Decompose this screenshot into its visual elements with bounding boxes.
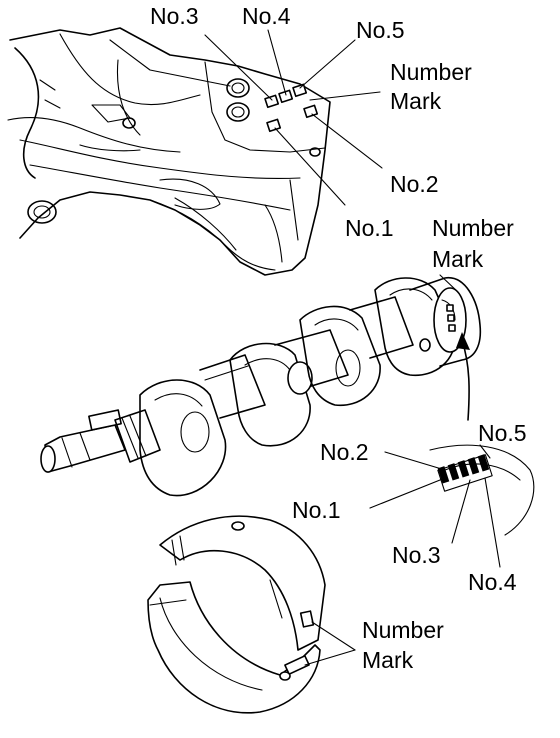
crank-label-no1: No.1 bbox=[292, 497, 341, 523]
block-label-no2: No.2 bbox=[390, 171, 439, 197]
crank-label-no3: No.3 bbox=[392, 542, 441, 568]
block-label-no1: No.1 bbox=[345, 215, 394, 241]
bearing-label-number: Number bbox=[362, 617, 444, 643]
crank-leader-lines bbox=[369, 444, 501, 568]
crank-label-no2: No.2 bbox=[320, 439, 369, 465]
crank-labels: Number Mark No.5 No.2 No.1 No.3 No.4 bbox=[292, 215, 527, 595]
block-labels: No.3 No.4 No.5 Number Mark No.2 No.1 bbox=[150, 3, 472, 241]
bearing-number-marks bbox=[279, 610, 315, 681]
block-label-no3: No.3 bbox=[150, 3, 199, 29]
crank-number-marks bbox=[446, 304, 456, 332]
crank-label-mark: Mark bbox=[432, 246, 484, 272]
block-leader-lines bbox=[204, 29, 383, 206]
block-label-no4: No.4 bbox=[242, 3, 291, 29]
block-label-no5: No.5 bbox=[356, 17, 405, 43]
crank-label-no5: No.5 bbox=[478, 420, 527, 446]
bearing-labels: Number Mark bbox=[362, 617, 444, 673]
block-number-marks bbox=[264, 83, 319, 133]
block-label-number: Number bbox=[390, 59, 472, 85]
crank-label-number: Number bbox=[432, 215, 514, 241]
block-label-mark: Mark bbox=[390, 88, 442, 114]
bearing-label-mark: Mark bbox=[362, 647, 414, 673]
bearing-drawing bbox=[147, 515, 356, 714]
crank-detail-marks bbox=[437, 454, 493, 492]
crankshaft-drawing bbox=[40, 274, 535, 568]
crank-label-no4: No.4 bbox=[468, 569, 517, 595]
cylinder-block-drawing bbox=[7, 27, 383, 276]
